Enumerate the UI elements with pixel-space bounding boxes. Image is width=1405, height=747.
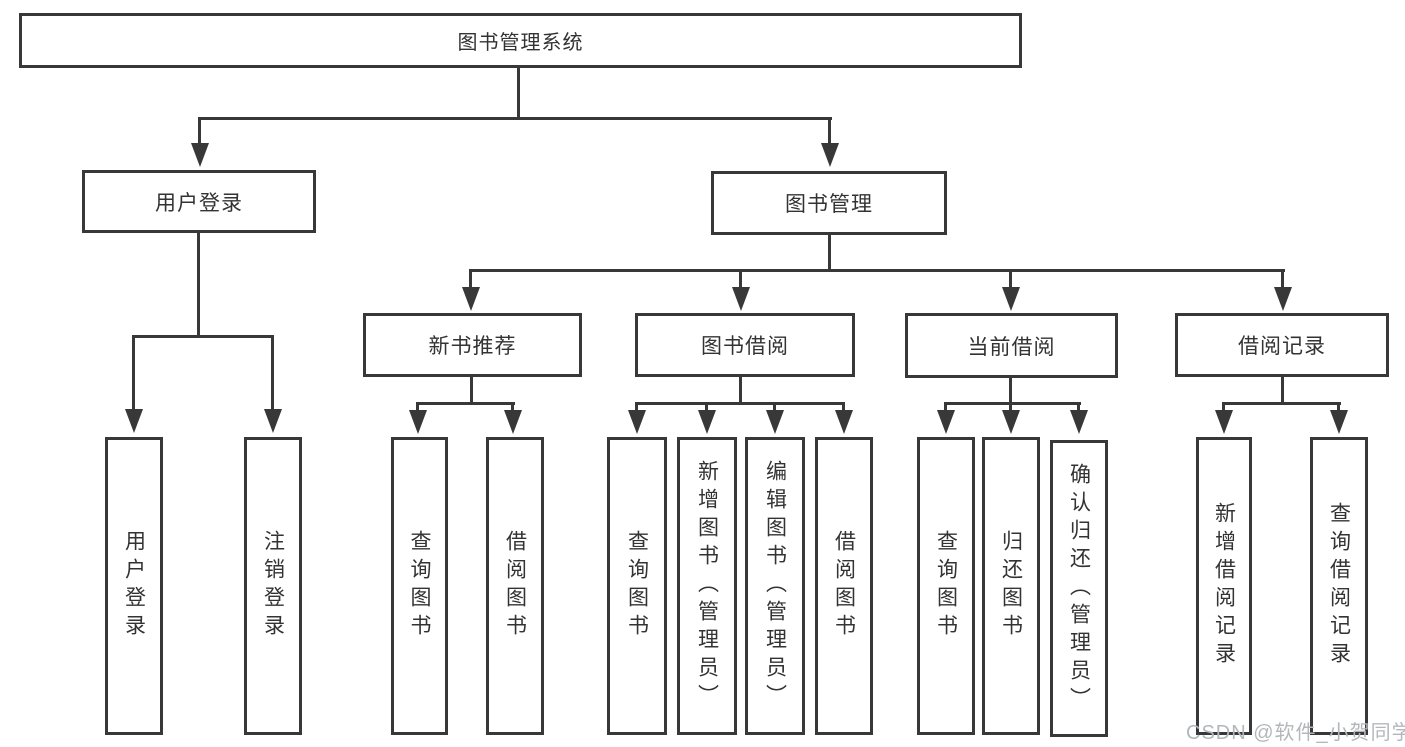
connector-root-stub	[517, 67, 520, 119]
leaf-edit-book-admin: 编辑图书（管理员）	[745, 437, 805, 735]
arrowhead-bb-leaf3	[766, 410, 784, 434]
arrowhead-to-new-book	[462, 287, 480, 311]
connector-cb-leaf1-stem	[944, 402, 947, 413]
node-book-management-label: 图书管理	[785, 193, 873, 216]
connector-current-borrow-branch	[944, 402, 1081, 405]
connector-root-branch	[198, 117, 832, 120]
connector-new-book-branch	[416, 402, 515, 405]
leaf-add-borrow-record-label: 新增借阅记录	[1212, 502, 1236, 670]
node-new-book-recommend: 新书推荐	[363, 313, 582, 377]
leaf-borrowing-query-books-label: 查询图书	[625, 530, 649, 642]
leaf-return-books-label: 归还图书	[999, 530, 1023, 642]
leaf-edit-book-admin-label: 编辑图书（管理员）	[763, 460, 787, 712]
leaf-add-book-admin: 新增图书（管理员）	[677, 437, 737, 735]
connector-to-leaf-login-stem	[132, 335, 135, 411]
arrowhead-to-user-login	[191, 143, 209, 167]
connector-new-book-stub	[470, 376, 473, 405]
leaf-confirm-return-admin: 确认归还（管理员）	[1050, 440, 1108, 737]
arrowhead-cb-leaf3	[1070, 410, 1088, 434]
leaf-newbook-query-books: 查询图书	[391, 437, 448, 735]
connector-current-borrow-stub	[1009, 377, 1012, 405]
leaf-newbook-borrow-books: 借阅图书	[486, 437, 544, 735]
node-user-login: 用户登录	[82, 170, 316, 233]
connector-to-book-management-stem	[828, 117, 831, 145]
arrowhead-br-leaf1	[1215, 410, 1233, 434]
connector-borrow-records-stub	[1281, 376, 1284, 405]
arrowhead-bb-leaf2	[698, 410, 716, 434]
connector-user-login-stub	[197, 232, 200, 338]
node-book-borrowing: 图书借阅	[635, 313, 855, 377]
node-book-management: 图书管理	[711, 171, 947, 235]
leaf-query-borrow-record: 查询借阅记录	[1310, 437, 1368, 735]
connector-nb-leaf1-stem	[416, 402, 419, 413]
connector-to-new-book-stem	[469, 269, 472, 291]
connector-br-leaf1-stem	[1222, 402, 1225, 413]
connector-to-book-borrow-stem	[739, 269, 742, 291]
connector-to-user-login-stem	[198, 117, 201, 145]
arrowhead-br-leaf2	[1330, 410, 1348, 434]
node-borrowing-records-label: 借阅记录	[1238, 335, 1326, 358]
leaf-user-login-label: 用户登录	[122, 530, 146, 642]
node-current-borrowing-label: 当前借阅	[967, 335, 1056, 359]
leaf-user-login: 用户登录	[105, 437, 163, 735]
node-user-login-label: 用户登录	[155, 191, 243, 215]
leaf-confirm-return-admin-label: 确认归还（管理员）	[1067, 462, 1091, 715]
connector-bb-leaf3-stem	[773, 402, 776, 413]
connector-to-current-borrow-stem	[1009, 269, 1012, 291]
arrowhead-to-leaf-login	[125, 409, 143, 433]
leaf-newbook-query-books-label: 查询图书	[408, 530, 431, 642]
leaf-borrowing-borrow-books-label: 借阅图书	[832, 530, 856, 642]
node-current-borrowing: 当前借阅	[905, 313, 1118, 378]
connector-nb-leaf2-stem	[511, 402, 514, 413]
connector-to-borrow-records-stem	[1281, 269, 1284, 291]
connector-bb-leaf4-stem	[842, 402, 845, 413]
leaf-borrowing-query-books: 查询图书	[607, 437, 667, 735]
leaf-borrowing-borrow-books: 借阅图书	[815, 437, 873, 735]
arrowhead-to-book-management	[821, 143, 839, 167]
arrowhead-cb-leaf1	[937, 410, 955, 434]
node-new-book-recommend-label: 新书推荐	[428, 335, 517, 358]
leaf-newbook-borrow-books-label: 借阅图书	[503, 530, 527, 642]
connector-borrow-records-branch	[1222, 402, 1341, 405]
arrowhead-cb-leaf2	[1002, 410, 1020, 434]
node-borrowing-records: 借阅记录	[1175, 313, 1389, 377]
leaf-current-query-books: 查询图书	[917, 437, 975, 735]
connector-book-management-branch	[469, 269, 1285, 272]
connector-br-leaf2-stem	[1337, 402, 1340, 413]
arrowhead-nb-leaf2	[504, 410, 522, 434]
node-library-system-label: 图书管理系统	[457, 32, 584, 54]
connector-book-borrow-branch	[635, 402, 845, 405]
connector-bb-leaf2-stem	[705, 402, 708, 413]
arrowhead-bb-leaf1	[628, 410, 646, 434]
arrowhead-to-borrow-records	[1274, 287, 1292, 311]
leaf-add-book-admin-label: 新增图书（管理员）	[695, 460, 719, 712]
arrowhead-to-book-borrow	[732, 287, 750, 311]
leaf-current-query-books-label: 查询图书	[934, 530, 958, 642]
arrowhead-nb-leaf1	[409, 410, 427, 434]
connector-bb-leaf1-stem	[635, 402, 638, 413]
connector-book-management-stub	[828, 234, 831, 272]
connector-to-leaf-logout-stem	[271, 335, 274, 411]
node-library-system: 图书管理系统	[19, 13, 1022, 68]
node-book-borrowing-label: 图书借阅	[701, 335, 789, 358]
connector-cb-leaf2-stem	[1009, 402, 1012, 413]
leaf-add-borrow-record: 新增借阅记录	[1196, 437, 1252, 735]
connector-user-login-branch	[132, 335, 274, 338]
connector-cb-leaf3-stem	[1077, 402, 1080, 413]
connector-book-borrow-stub	[739, 376, 742, 405]
arrowhead-to-current-borrow	[1002, 287, 1020, 311]
watermark: CSDN @软件_小贺同学	[1186, 722, 1405, 744]
arrowhead-to-leaf-logout	[264, 409, 282, 433]
leaf-logout: 注销登录	[244, 437, 302, 735]
leaf-logout-label: 注销登录	[261, 530, 285, 642]
leaf-return-books: 归还图书	[982, 437, 1040, 735]
leaf-query-borrow-record-label: 查询借阅记录	[1327, 502, 1351, 670]
arrowhead-bb-leaf4	[835, 410, 853, 434]
